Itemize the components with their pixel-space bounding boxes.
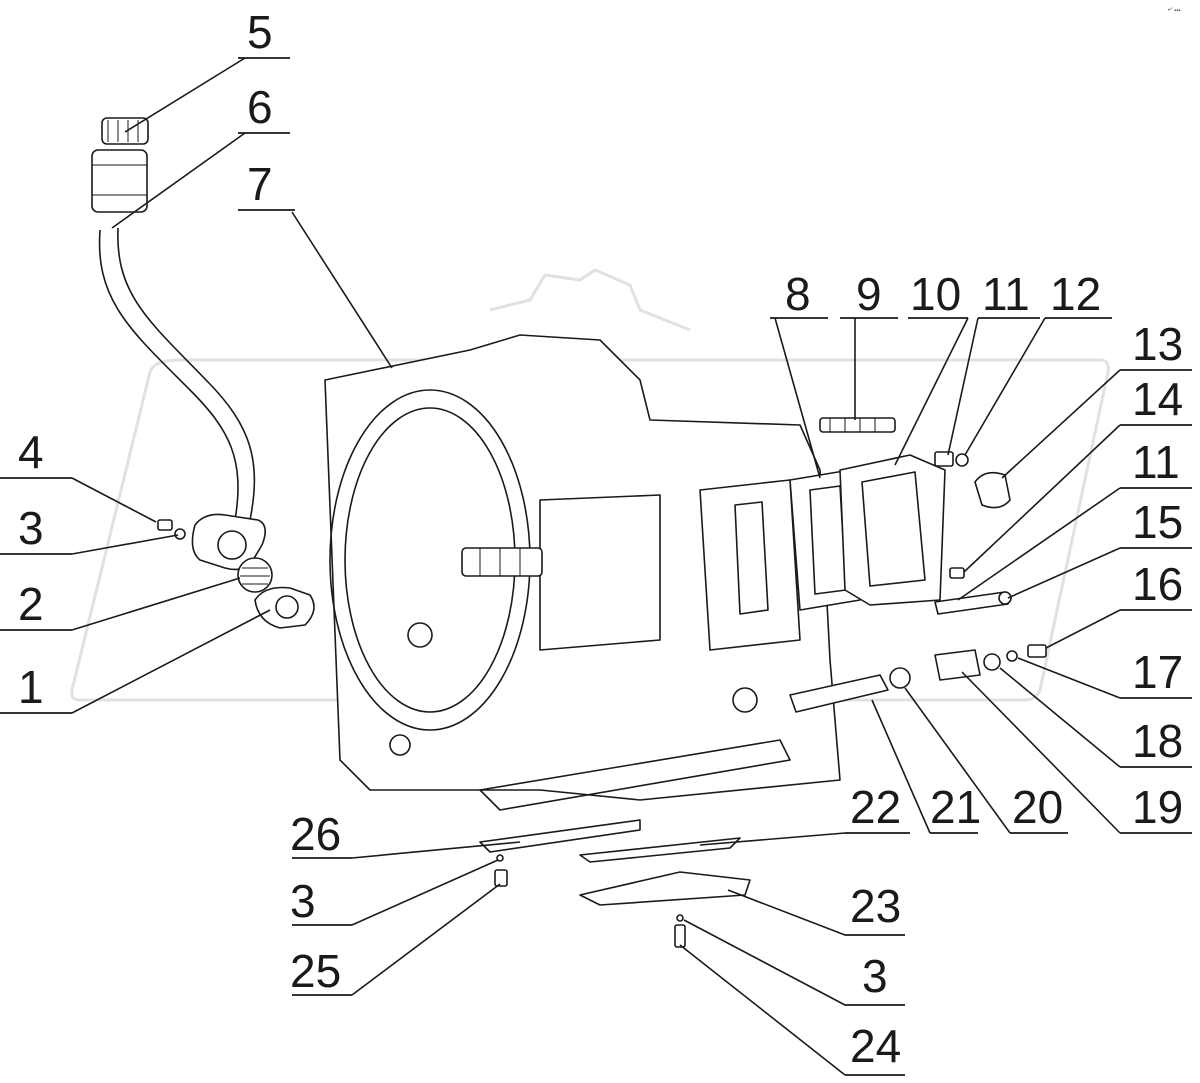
callout-3c: 3 xyxy=(683,919,905,1006)
callout-label-20: 20 xyxy=(1012,781,1063,833)
callout-label-9: 9 xyxy=(856,268,882,320)
callout-label-8: 8 xyxy=(785,268,811,320)
callout-15: 15 xyxy=(1007,496,1192,599)
callout-17: 17 xyxy=(1017,646,1192,699)
bolt-and-washer-left xyxy=(157,519,186,540)
bottom-covers-and-gaskets xyxy=(479,819,751,948)
callout-8: 8 xyxy=(770,268,828,479)
callout-label-23: 23 xyxy=(850,880,901,932)
callout-label-15: 15 xyxy=(1132,496,1183,548)
callout-12: 12 xyxy=(964,268,1112,456)
callout-label-10: 10 xyxy=(910,268,961,320)
callout-3a: 3 xyxy=(0,502,179,555)
callout-label-11b: 11 xyxy=(1132,436,1180,488)
dipstick-tube-assembly xyxy=(91,117,266,571)
callout-label-5: 5 xyxy=(247,6,273,58)
callout-label-21: 21 xyxy=(930,781,981,833)
callout-23: 23 xyxy=(727,880,905,936)
callout-19: 19 xyxy=(961,671,1192,834)
callout-label-25: 25 xyxy=(290,945,341,997)
callout-20: 20 xyxy=(904,687,1068,834)
callout-6: 6 xyxy=(111,81,290,229)
callout-24: 24 xyxy=(679,944,905,1076)
callout-label-3b: 3 xyxy=(290,875,316,927)
callout-25: 25 xyxy=(290,883,501,997)
callout-label-14: 14 xyxy=(1132,373,1183,425)
callout-4: 4 xyxy=(0,426,157,523)
callout-18: 18 xyxy=(999,667,1192,768)
clutch-housing xyxy=(324,334,841,811)
callout-label-6: 6 xyxy=(247,81,273,133)
callout-10: 10 xyxy=(894,268,969,466)
callout-label-22: 22 xyxy=(850,781,901,833)
callout-label-24: 24 xyxy=(850,1020,901,1072)
callout-13: 13 xyxy=(1001,318,1192,479)
callout-label-18: 18 xyxy=(1132,715,1183,767)
shift-shaft-group xyxy=(789,644,1047,713)
small-fasteners-right xyxy=(934,451,1012,615)
callout-7: 7 xyxy=(238,158,393,369)
callout-label-4: 4 xyxy=(18,426,44,478)
callout-21: 21 xyxy=(871,699,981,834)
corner-mark: •° ▪▪▪ xyxy=(1168,8,1181,14)
callout-label-26: 26 xyxy=(290,808,341,860)
callout-14: 14 xyxy=(963,373,1192,573)
callout-label-11a: 11 xyxy=(982,268,1030,320)
watermark-logo xyxy=(70,268,1110,702)
callout-label-19: 19 xyxy=(1132,781,1183,833)
callout-22: 22 xyxy=(699,781,910,846)
callout-11b: 11 xyxy=(957,436,1192,601)
callout-label-1: 1 xyxy=(18,661,44,713)
callout-label-3a: 3 xyxy=(18,502,44,554)
callout-16: 16 xyxy=(1045,558,1192,649)
callout-label-17: 17 xyxy=(1132,646,1183,698)
inspection-cover-group xyxy=(789,417,946,611)
callout-9: 9 xyxy=(840,268,898,420)
callout-2: 2 xyxy=(0,577,241,631)
callout-label-12: 12 xyxy=(1050,268,1101,320)
callout-5: 5 xyxy=(124,6,290,133)
callout-1: 1 xyxy=(0,609,271,714)
callout-label-16: 16 xyxy=(1132,558,1183,610)
callout-26: 26 xyxy=(290,808,521,860)
strainer-and-gasket xyxy=(237,557,315,629)
callout-label-2: 2 xyxy=(18,578,44,630)
callout-3b: 3 xyxy=(290,859,499,927)
callout-label-13: 13 xyxy=(1132,318,1183,370)
callout-label-3c: 3 xyxy=(862,950,888,1002)
callout-label-7: 7 xyxy=(247,158,273,210)
callout-11a: 11 xyxy=(947,268,1040,456)
